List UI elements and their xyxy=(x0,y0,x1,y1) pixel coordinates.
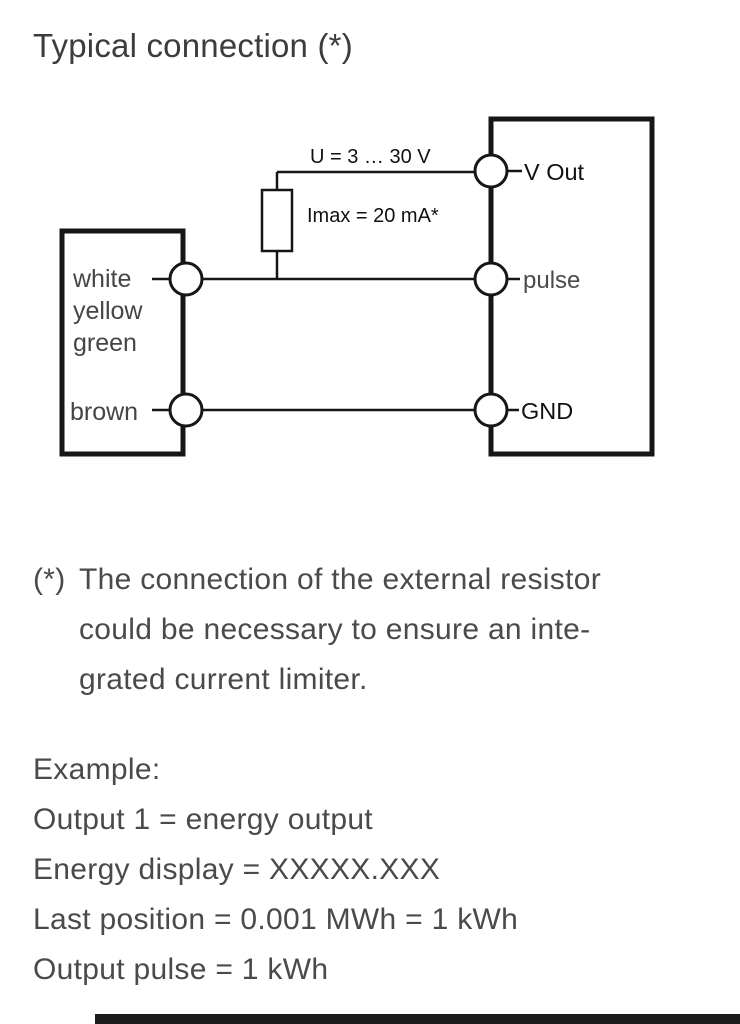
terminal-gnd xyxy=(473,392,509,428)
terminal-pulse xyxy=(473,261,509,297)
resistor-symbol xyxy=(260,188,294,253)
terminal-vout xyxy=(473,153,509,189)
footnote-marker: (*) xyxy=(33,563,66,596)
footnote-text: The connection of the external resistor … xyxy=(79,555,601,705)
wire-color-yellow-label: yellow xyxy=(73,297,143,325)
pulse-label: pulse xyxy=(523,267,580,294)
terminal-brown xyxy=(168,392,204,428)
wire-color-white-label: white xyxy=(72,265,131,293)
example-block: Example: Output 1 = energy output Energy… xyxy=(33,745,518,995)
max-current-label: Imax = 20 mA* xyxy=(307,205,439,227)
footnote-line-1: The connection of the external resistor xyxy=(79,563,601,596)
footnote-line-2: could be necessary to ensure an inte- xyxy=(79,613,591,646)
example-line-last-position: Last position = 0.001 MWh = 1 kWh xyxy=(33,903,519,936)
vout-label: V Out xyxy=(524,159,585,185)
wiring-diagram: U = 3 … 30 V Imax = 20 mA* V Out pulse G… xyxy=(59,116,655,457)
example-line-output-pulse: Output pulse = 1 kWh xyxy=(33,953,329,986)
example-heading: Example: xyxy=(33,753,161,786)
cropped-next-section-border xyxy=(95,1014,740,1024)
left-sensor-box xyxy=(59,228,186,457)
right-device-box xyxy=(488,116,655,457)
footnote-line-3: grated current limiter. xyxy=(79,663,368,696)
page-title: Typical connection (*) xyxy=(33,27,353,64)
voltage-range-label: U = 3 … 30 V xyxy=(310,146,431,168)
example-line-energy-display: Energy display = XXXXX.XXX xyxy=(33,853,441,886)
gnd-label: GND xyxy=(521,398,573,424)
terminal-white xyxy=(168,261,204,297)
example-line-output1: Output 1 = energy output xyxy=(33,803,373,836)
wire-color-brown-label: brown xyxy=(70,398,138,426)
wire-color-green-label: green xyxy=(73,329,137,357)
